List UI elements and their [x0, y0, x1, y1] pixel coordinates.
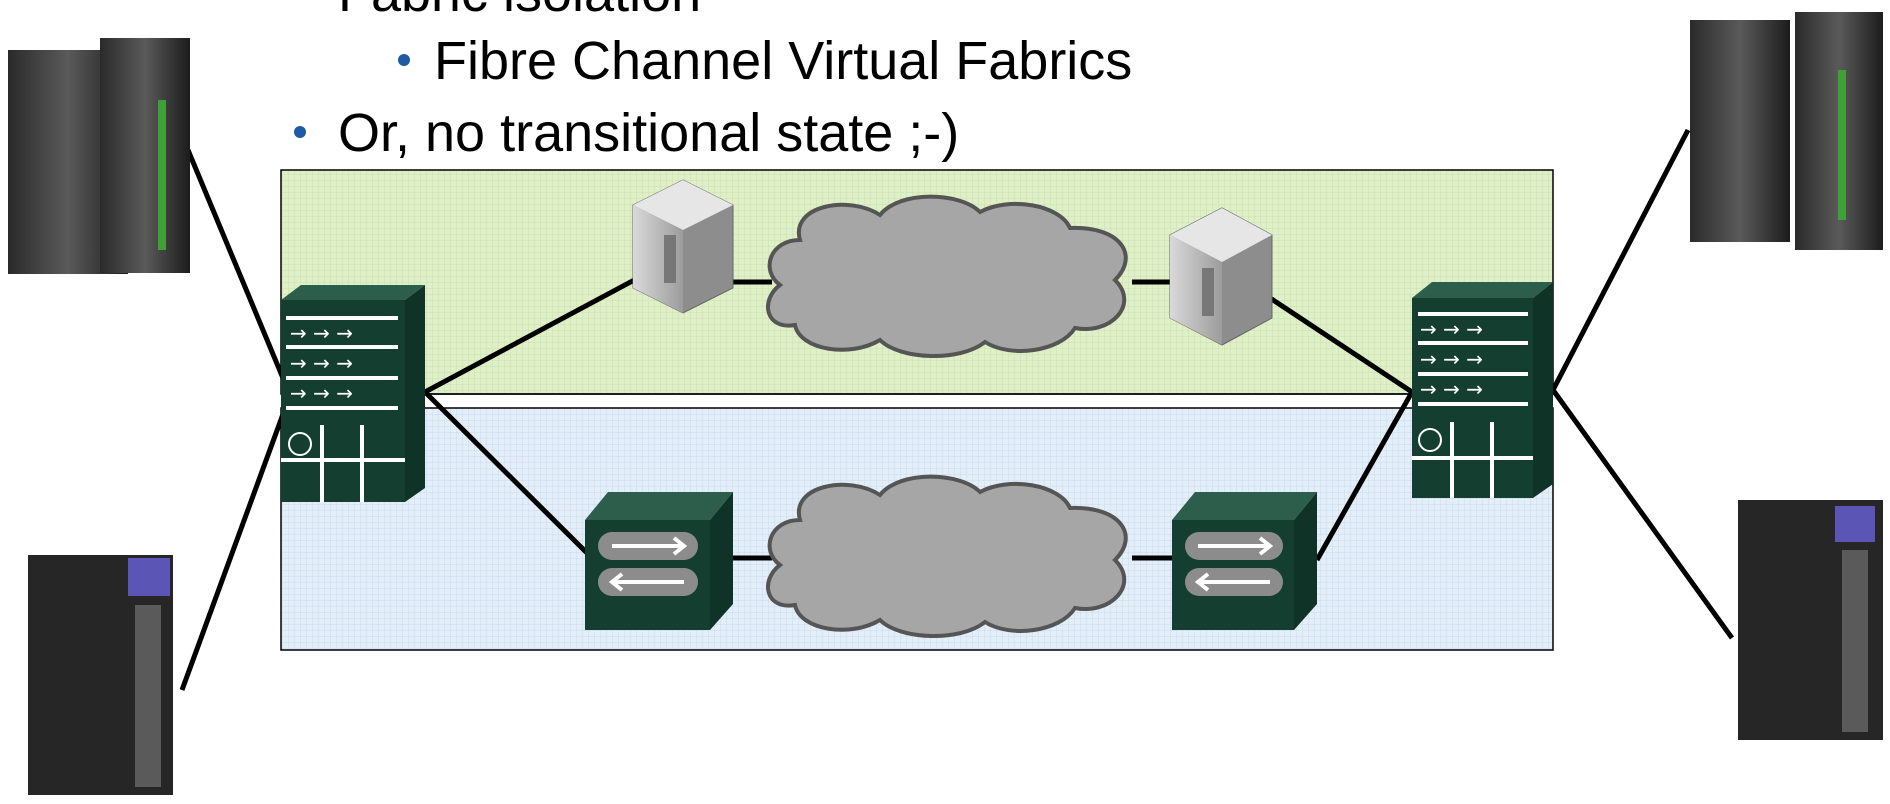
fc-router-right: [1172, 492, 1317, 630]
svg-text:→ → →: → → →: [290, 351, 353, 375]
bullet-dot: [294, 126, 306, 138]
gateway-server-left: [632, 179, 734, 314]
storage-library-bottom-right: [1738, 500, 1883, 740]
wan-cloud-top: [766, 194, 1128, 359]
bullet-dot: [398, 54, 410, 66]
storage-library-bottom-left: [28, 555, 173, 795]
bullet-virtual-fabrics: Fibre Channel Virtual Fabrics: [434, 31, 1133, 91]
svg-text:→ → →: → → →: [1420, 317, 1483, 341]
bullet-no-transitional-state: Or, no transitional state ;-): [338, 103, 960, 163]
fc-router-left: [585, 492, 733, 630]
mainframe-top-right: [1690, 12, 1883, 250]
svg-text:→ → →: → → →: [1420, 377, 1483, 401]
svg-text:→ → →: → → →: [1420, 347, 1483, 371]
gateway-server-right: [1169, 207, 1273, 346]
svg-text:→ → →: → → →: [290, 321, 353, 345]
mainframe-top-left: [8, 38, 190, 274]
director-switch-right: → → → → → → → → →: [1412, 282, 1553, 498]
wan-cloud-bottom: [766, 474, 1128, 639]
director-switch-left: → → → → → → → → →: [281, 285, 425, 502]
svg-text:→ → →: → → →: [290, 381, 353, 405]
bullet-fabric-isolation: Fabric isolation: [338, 0, 701, 20]
